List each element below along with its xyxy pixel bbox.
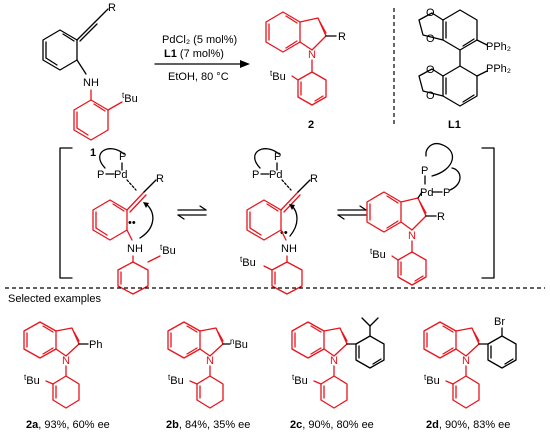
example-2d-structure: N Br tBu	[423, 316, 517, 409]
indole-n-label: N	[206, 355, 214, 367]
phosphorus-label: P	[97, 169, 104, 181]
example-2c-structure: N tBu	[291, 317, 385, 409]
examples-heading: Selected examples	[8, 293, 101, 305]
product-number: 2	[308, 119, 314, 131]
pph2-label: PPh₂	[486, 63, 511, 75]
ligand-loading-text: L1 (7 mol%)	[164, 48, 224, 60]
substrate-1: R NH tBu	[42, 2, 138, 141]
palladium-label: Pd	[420, 187, 433, 199]
ligand-l1: O O PPh₂ O O PPh₂	[418, 7, 511, 107]
example-2b-structure: N nBu tBu	[167, 321, 248, 409]
phosphorus-label: P	[119, 151, 126, 163]
catalyst-text: PdCl₂ (5 mol%)	[162, 34, 237, 46]
example-2b-caption: 2b, 84%, 35% ee	[166, 419, 250, 431]
palladium-label: Pd	[114, 169, 127, 181]
ligand-number: L1	[448, 119, 461, 131]
r-group-label: R	[310, 173, 318, 185]
tbu-label: tBu	[292, 373, 308, 387]
r-group-label: R	[156, 173, 164, 185]
oxygen-label: O	[426, 33, 435, 45]
r-group-label: R	[437, 211, 445, 223]
tbu-label: tBu	[424, 373, 440, 387]
indole-n-label: N	[330, 355, 338, 367]
tbu-label: tBu	[240, 255, 256, 269]
phosphorus-label: P	[252, 169, 259, 181]
indole-n-label: N	[62, 355, 70, 367]
substrate-number: 1	[90, 147, 96, 159]
oxygen-label: O	[426, 64, 435, 76]
phosphorus-label: P	[274, 151, 281, 163]
intermediate-a: P P Pd R •• NH tBu	[92, 148, 176, 295]
r-group-label: R	[108, 2, 116, 14]
equilibrium-arrow	[177, 205, 207, 220]
lone-pair: ••	[280, 227, 288, 239]
palladium-label: Pd	[269, 169, 282, 181]
indole-n-label: N	[308, 49, 316, 61]
nbu-label: nBu	[230, 337, 248, 351]
r-group-label: R	[338, 31, 346, 43]
tbu-label: tBu	[370, 247, 386, 261]
tbu-label: tBu	[168, 373, 184, 387]
example-2a-caption: 2a, 93%, 60% ee	[26, 419, 110, 431]
bromine-label: Br	[494, 316, 505, 328]
oxygen-label: O	[426, 90, 435, 102]
nh-label: NH	[281, 243, 297, 255]
phosphorus-label: P	[443, 187, 450, 199]
equilibrium-arrow	[337, 205, 367, 220]
indole-n-label: N	[462, 355, 470, 367]
nh-label: NH	[83, 77, 99, 89]
example-2d-caption: 2d, 90%, 83% ee	[426, 419, 510, 431]
mechanism-box: P P Pd R •• NH tBu	[59, 142, 495, 295]
tbu-label: tBu	[122, 91, 138, 105]
intermediate-c: P Pd P N R tBu	[366, 142, 461, 286]
indole-n-label: N	[408, 230, 416, 242]
tbu-label: tBu	[160, 243, 176, 257]
example-2a-structure: N Ph tBu	[23, 321, 102, 409]
tbu-label: tBu	[24, 373, 40, 387]
product-2: N R tBu	[265, 11, 346, 106]
intermediate-b: P P Pd R •• NH tBu	[240, 148, 318, 295]
tbu-label: tBu	[270, 69, 286, 83]
oxygen-label: O	[426, 7, 435, 19]
lone-pair: ••	[128, 217, 136, 229]
phenyl-label: Ph	[89, 339, 102, 351]
reaction-arrow: PdCl₂ (5 mol%) L1 (7 mol%) EtOH, 80 °C	[154, 34, 250, 83]
conditions-text: EtOH, 80 °C	[168, 71, 229, 83]
nh-label: NH	[127, 243, 143, 255]
example-2c-caption: 2c, 90%, 80% ee	[290, 419, 374, 431]
pph2-label: PPh₂	[486, 41, 511, 53]
phosphorus-label: P	[421, 165, 428, 177]
